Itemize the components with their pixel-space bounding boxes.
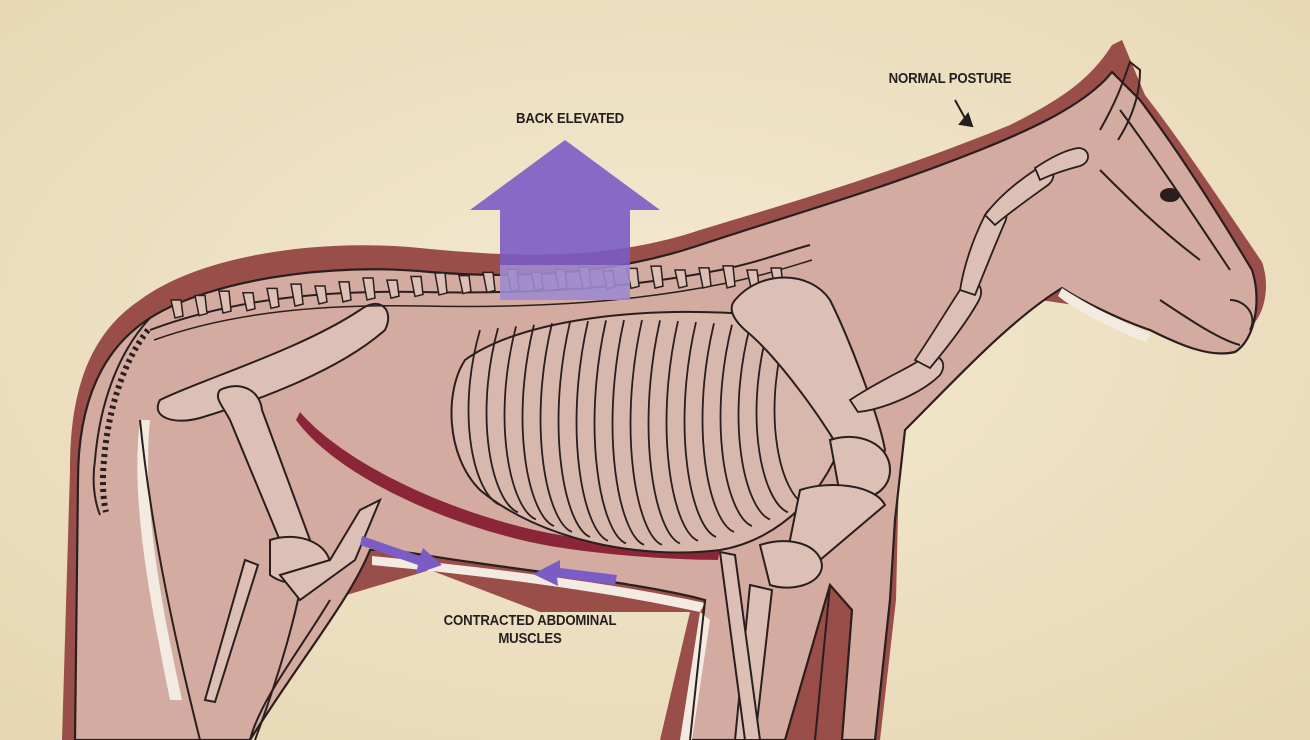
normal-posture-label: NORMAL POSTURE — [844, 70, 1055, 88]
contracted-abdominal-label-line1: CONTRACTED ABDOMINAL — [398, 612, 662, 630]
back-elevated-label: BACK ELEVATED — [464, 110, 675, 128]
contracted-abdominal-label-line2: MUSCLES — [398, 630, 662, 648]
contracted-abdominal-muscles-label: CONTRACTED ABDOMINAL MUSCLES — [398, 612, 662, 648]
